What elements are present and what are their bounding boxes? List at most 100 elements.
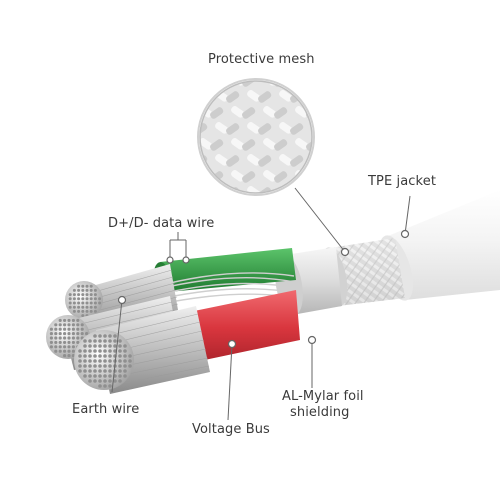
weave-strand (353, 0, 369, 8)
weave-strand (262, 201, 278, 215)
strand-end (89, 293, 93, 297)
weave-strand (97, 122, 113, 136)
strand-end (81, 305, 85, 309)
weave-strand (129, 90, 145, 104)
strand-end (113, 339, 117, 343)
weave-strand (374, 121, 390, 135)
weave-strand (262, 233, 278, 247)
strand-end (58, 340, 62, 344)
weave-strand (166, 201, 182, 215)
weave-strand (225, 0, 241, 8)
strand-end (76, 323, 80, 327)
strand-end (98, 364, 102, 368)
strand-end (103, 384, 107, 388)
strand-end (123, 349, 127, 353)
strand-end (98, 369, 102, 373)
strand-end (81, 301, 85, 305)
weave-strand (258, 155, 272, 167)
weave-strand (321, 122, 337, 136)
weave-strand (289, 0, 305, 8)
strand-end (103, 354, 107, 358)
weave-strand (81, 106, 97, 120)
weave-strand (242, 81, 256, 87)
strand-end (63, 354, 67, 358)
weave-strand (166, 137, 182, 151)
strand-bundle-front (74, 306, 210, 394)
weave-strand (118, 25, 134, 39)
weave-strand (161, 122, 177, 136)
weave-strand (113, 170, 129, 184)
strand-end (72, 301, 76, 305)
strand-end (103, 349, 107, 353)
weave-strand (274, 139, 288, 151)
weave-strand (145, 74, 161, 88)
weave-strand (210, 81, 224, 87)
strand-end (85, 284, 89, 288)
weave-strand (247, 90, 261, 102)
weave-strand (102, 9, 118, 23)
strand-end (77, 301, 81, 305)
weave-strand (246, 217, 262, 231)
strand-end (78, 354, 82, 358)
leader-lines (111, 187, 411, 421)
weave-strand (374, 25, 390, 39)
label-shielding: shielding (290, 405, 350, 420)
weave-strand (134, 105, 150, 119)
weave-strand (150, 249, 166, 263)
strand-end (103, 334, 107, 338)
weave-strand (369, 138, 385, 152)
weave-strand (166, 9, 182, 23)
weave-strand (193, 0, 209, 8)
strand-end (71, 332, 75, 336)
weave-strand (262, 9, 278, 23)
weave-strand (289, 218, 305, 232)
weave-strand (374, 217, 390, 231)
strand-end (80, 327, 84, 331)
weave-strand (177, 202, 193, 216)
weave-strand (200, 187, 208, 193)
weave-strand (230, 9, 246, 23)
strand-end (72, 293, 76, 297)
strand-end (118, 344, 122, 348)
weave-strand (337, 202, 353, 216)
weave-strand (294, 9, 310, 23)
strand-end (85, 288, 89, 292)
strand-end (68, 301, 72, 305)
weave-strand (358, 201, 374, 215)
weave-strand (166, 169, 182, 183)
weave-strand (231, 170, 245, 182)
weave-strand (214, 25, 230, 39)
weave-strand (305, 10, 321, 24)
strand-end (49, 327, 53, 331)
strand-end (67, 332, 71, 336)
strand-end (83, 374, 87, 378)
weave-strand (161, 0, 177, 8)
strand-end (63, 318, 67, 322)
strand-end (123, 374, 127, 378)
strand-end (83, 349, 87, 353)
weave-strand (214, 217, 230, 231)
weave-strand (342, 185, 358, 199)
weave-strand (150, 25, 166, 39)
strand-end (54, 345, 58, 349)
strand-end (98, 354, 102, 358)
weave-strand (200, 138, 213, 150)
weave-strand (353, 186, 369, 200)
strand-end (98, 379, 102, 383)
weave-strand (337, 138, 353, 152)
weave-strand (369, 106, 385, 120)
weave-strand (358, 9, 374, 23)
strand-end (63, 332, 67, 336)
weave-strand (102, 41, 118, 55)
strand-end (93, 369, 97, 373)
weave-strand (150, 153, 166, 167)
weave-strand (242, 171, 256, 183)
weave-strand (81, 138, 97, 152)
mesh-magnifier (81, 0, 390, 263)
weave-strand (274, 171, 288, 183)
weave-strand (342, 153, 358, 167)
strand-end (93, 364, 97, 368)
strand-end (103, 344, 107, 348)
weave-strand (134, 41, 150, 55)
strand-end (68, 293, 72, 297)
